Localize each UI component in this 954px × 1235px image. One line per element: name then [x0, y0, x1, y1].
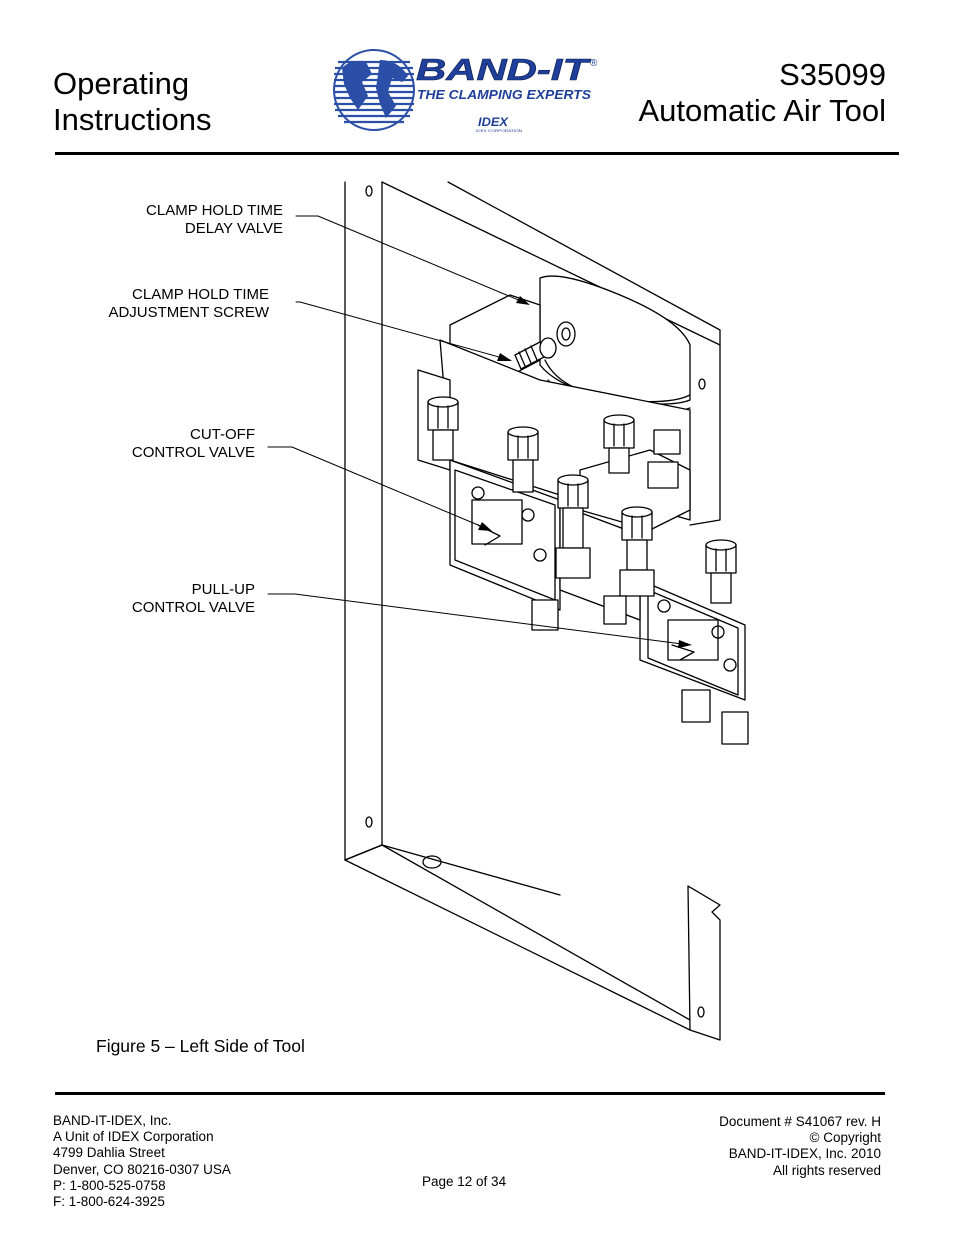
copyright-holder: BAND-IT-IDEX, Inc. 2010	[728, 1146, 881, 1162]
callout-adjustment-screw: CLAMP HOLD TIME ADJUSTMENT SCREW	[108, 286, 269, 322]
callout-pull-up-valve-line-1: PULL-UP	[191, 581, 255, 598]
header-rule	[55, 152, 899, 155]
product-title: S35099 Automatic Air Tool	[638, 57, 886, 129]
company-phone: P: 1-800-525-0758	[53, 1177, 166, 1193]
page-number: Page 12 of 34	[422, 1174, 507, 1189]
product-name: Automatic Air Tool	[638, 93, 886, 128]
figure-caption: Figure 5 – Left Side of Tool	[96, 1036, 305, 1056]
document-number: Document # S41067 rev. H	[719, 1114, 881, 1129]
callout-arrowheads	[478, 296, 692, 648]
callout-leader-lines	[267, 215, 691, 646]
logo-registered-mark: ®	[590, 58, 598, 69]
callout-adjustment-screw-line-2: ADJUSTMENT SCREW	[108, 304, 269, 321]
callout-delay-valve: CLAMP HOLD TIME DELAY VALVE	[146, 202, 283, 238]
document-info: Document # S41067 rev. H © Copyright BAN…	[719, 1114, 881, 1179]
callout-delay-valve-line-2: DELAY VALVE	[184, 220, 283, 237]
callout-pull-up-valve: PULL-UP CONTROL VALVE	[132, 581, 255, 617]
document-title-line-1: Operating	[53, 66, 190, 101]
company-name: BAND-IT-IDEX, Inc.	[53, 1113, 172, 1128]
rights-reserved: All rights reserved	[772, 1162, 881, 1178]
copyright-label: © Copyright	[809, 1130, 881, 1146]
globe-icon	[333, 49, 415, 131]
company-address: BAND-IT-IDEX, Inc. A Unit of IDEX Corpor…	[53, 1113, 231, 1210]
band-it-logo: BAND-IT ® THE CLAMPING EXPERTS IDEX IDEX…	[333, 49, 598, 133]
callout-cut-off-valve-line-2: CONTROL VALVE	[131, 444, 255, 461]
callout-pull-up-valve-line-2: CONTROL VALVE	[131, 599, 255, 616]
adjustment-screw	[514, 321, 576, 370]
company-street: 4799 Dahlia Street	[53, 1145, 165, 1161]
callout-delay-valve-line-1: CLAMP HOLD TIME	[146, 202, 283, 219]
callout-cut-off-valve-line-1: CUT-OFF	[190, 426, 255, 443]
document-title: Operating Instructions	[53, 66, 212, 138]
company-parent: A Unit of IDEX Corporation	[53, 1129, 214, 1145]
company-city: Denver, CO 80216-0307 USA	[53, 1161, 231, 1177]
mounting-plate	[344, 181, 721, 1041]
document-title-line-2: Instructions	[53, 102, 212, 137]
company-fax: F: 1-800-624-3925	[53, 1194, 165, 1210]
tube-fittings	[427, 396, 749, 745]
logo-brand-text: BAND-IT	[416, 52, 592, 87]
logo-idex-sub: IDEX CORPORATION	[476, 128, 522, 133]
product-model-number: S35099	[779, 57, 886, 92]
logo-tagline: THE CLAMPING EXPERTS	[417, 87, 591, 102]
callout-adjustment-screw-line-1: CLAMP HOLD TIME	[132, 286, 269, 303]
callout-cut-off-valve: CUT-OFF CONTROL VALVE	[132, 426, 255, 462]
footer-rule	[55, 1092, 885, 1095]
logo-idex: IDEX	[478, 115, 509, 129]
